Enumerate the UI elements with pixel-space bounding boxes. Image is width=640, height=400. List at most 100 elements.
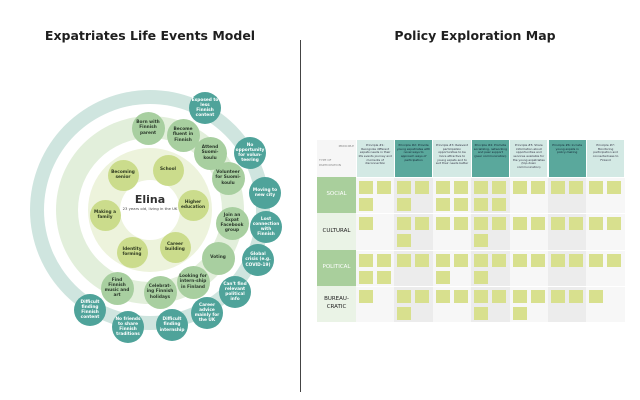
sticky-note bbox=[492, 181, 507, 194]
right-title: Policy Exploration Map bbox=[394, 28, 556, 43]
sticky-note bbox=[530, 253, 545, 267]
sticky-note bbox=[453, 217, 468, 231]
sticky-note bbox=[474, 289, 489, 303]
outer-ring-event: No opportunity for volun-teering bbox=[234, 137, 266, 169]
middle-ring-event: Voting bbox=[201, 241, 235, 275]
policy-cell bbox=[394, 213, 433, 250]
sticky-note bbox=[397, 181, 412, 194]
inner-ring-event: Becoming senior bbox=[107, 159, 139, 191]
sticky-note bbox=[589, 253, 604, 267]
sticky-note bbox=[492, 198, 507, 211]
center-circle bbox=[120, 180, 180, 240]
outer-ring-event: Difficult finding Finnish content bbox=[74, 294, 106, 326]
middle-ring-event: Looking for intern-ship in Finland bbox=[176, 265, 210, 299]
sticky-note bbox=[415, 217, 430, 231]
sticky-note bbox=[551, 289, 565, 303]
policy-cell bbox=[394, 285, 433, 322]
participation-type-label: POLITICAL bbox=[317, 249, 356, 286]
middle-ring-event: Born with Finnish parent bbox=[131, 111, 165, 145]
policy-cell bbox=[548, 285, 587, 322]
sticky-note bbox=[397, 217, 412, 231]
outer-ring-event: Career advice mainly for the UK bbox=[191, 297, 223, 329]
outer-ring-event: Difficult finding internship bbox=[156, 309, 188, 341]
sticky-note bbox=[397, 289, 412, 303]
sticky-note bbox=[453, 289, 468, 303]
outer-ring-event: Global crisis (e.g. COVID-19) bbox=[242, 244, 274, 276]
inner-ring-event: Career building bbox=[159, 231, 191, 263]
sticky-note bbox=[512, 253, 527, 267]
outer-ring-event: No friends to share Finnish traditions bbox=[112, 311, 144, 343]
sticky-note bbox=[435, 289, 450, 303]
sticky-note bbox=[415, 289, 430, 303]
sticky-note bbox=[377, 270, 391, 284]
sticky-note bbox=[512, 217, 527, 231]
sticky-note bbox=[474, 198, 489, 211]
sticky-note bbox=[435, 217, 450, 231]
sticky-note bbox=[397, 234, 412, 248]
participation-type-label: BUREAU-CRATIC bbox=[317, 285, 356, 322]
sticky-note bbox=[435, 253, 450, 267]
sticky-note bbox=[607, 217, 622, 231]
policy-cell bbox=[432, 249, 472, 286]
sticky-note bbox=[512, 289, 527, 303]
middle-ring-event: Find Finnish music and art bbox=[100, 271, 134, 305]
sticky-note bbox=[359, 289, 373, 303]
corner-principle-label: PRINCIPLE bbox=[338, 144, 354, 148]
policy-cell bbox=[432, 213, 472, 250]
sticky-note bbox=[474, 181, 489, 194]
sticky-note bbox=[397, 198, 412, 211]
inner-ring-event: Making a family bbox=[89, 199, 121, 231]
outer-ring-event: Lost connection with Finnish bbox=[250, 211, 282, 243]
policy-cell bbox=[509, 285, 548, 322]
policy-cell bbox=[548, 177, 587, 214]
inner-ring-event: School bbox=[152, 154, 184, 186]
sticky-note bbox=[569, 289, 583, 303]
principle-header: Principle #5: Share information about op… bbox=[510, 140, 548, 177]
participation-type-label: CULTURAL bbox=[317, 213, 356, 250]
outer-ring-event: Can't find relevant political info bbox=[219, 276, 251, 308]
persona-subtitle: 23 years old, living in the UK bbox=[122, 206, 178, 211]
sticky-note bbox=[435, 181, 450, 194]
divider bbox=[300, 40, 301, 392]
policy-cell bbox=[356, 213, 395, 250]
sticky-note bbox=[551, 217, 565, 231]
sticky-note bbox=[359, 217, 373, 231]
principle-header: Principle #2: Provide young expatriates … bbox=[394, 140, 433, 177]
sticky-note bbox=[397, 306, 412, 320]
policy-cell bbox=[586, 177, 625, 214]
outer-ring-event: Exposed to less Finnish content bbox=[189, 92, 221, 124]
sticky-note bbox=[569, 181, 583, 194]
policy-cell bbox=[432, 177, 472, 214]
sticky-note bbox=[359, 253, 373, 267]
sticky-note bbox=[492, 253, 507, 267]
sticky-note bbox=[492, 289, 507, 303]
policy-cell bbox=[471, 285, 510, 322]
policy-cell bbox=[586, 213, 625, 250]
policy-cell bbox=[548, 249, 587, 286]
sticky-note bbox=[530, 289, 545, 303]
sticky-note bbox=[474, 270, 489, 284]
inner-ring-event: Higher education bbox=[177, 189, 209, 221]
sticky-note bbox=[607, 181, 622, 194]
policy-cell bbox=[356, 177, 395, 214]
policy-cell bbox=[471, 213, 510, 250]
policy-cell bbox=[356, 249, 395, 286]
table-corner: PRINCIPLE TYPE OF PARTICIPATION bbox=[317, 140, 356, 177]
participation-type-label: SOCIAL bbox=[317, 177, 356, 214]
policy-cell bbox=[471, 177, 510, 214]
sticky-note bbox=[435, 270, 450, 284]
sticky-note bbox=[530, 181, 545, 194]
sticky-note bbox=[415, 253, 430, 267]
sticky-note bbox=[359, 198, 373, 211]
policy-cell bbox=[356, 285, 395, 322]
sticky-note bbox=[492, 217, 507, 231]
sticky-note bbox=[377, 181, 391, 194]
corner-type-label: TYPE OF PARTICIPATION bbox=[319, 158, 341, 167]
principle-header: Principle #6: Include young expats in po… bbox=[548, 140, 586, 177]
sticky-note bbox=[530, 217, 545, 231]
principle-header: Principle #7: Monitoring participation a… bbox=[586, 140, 625, 177]
sticky-note bbox=[453, 181, 468, 194]
sticky-note bbox=[551, 253, 565, 267]
policy-cell bbox=[586, 285, 625, 322]
sticky-note bbox=[551, 181, 565, 194]
